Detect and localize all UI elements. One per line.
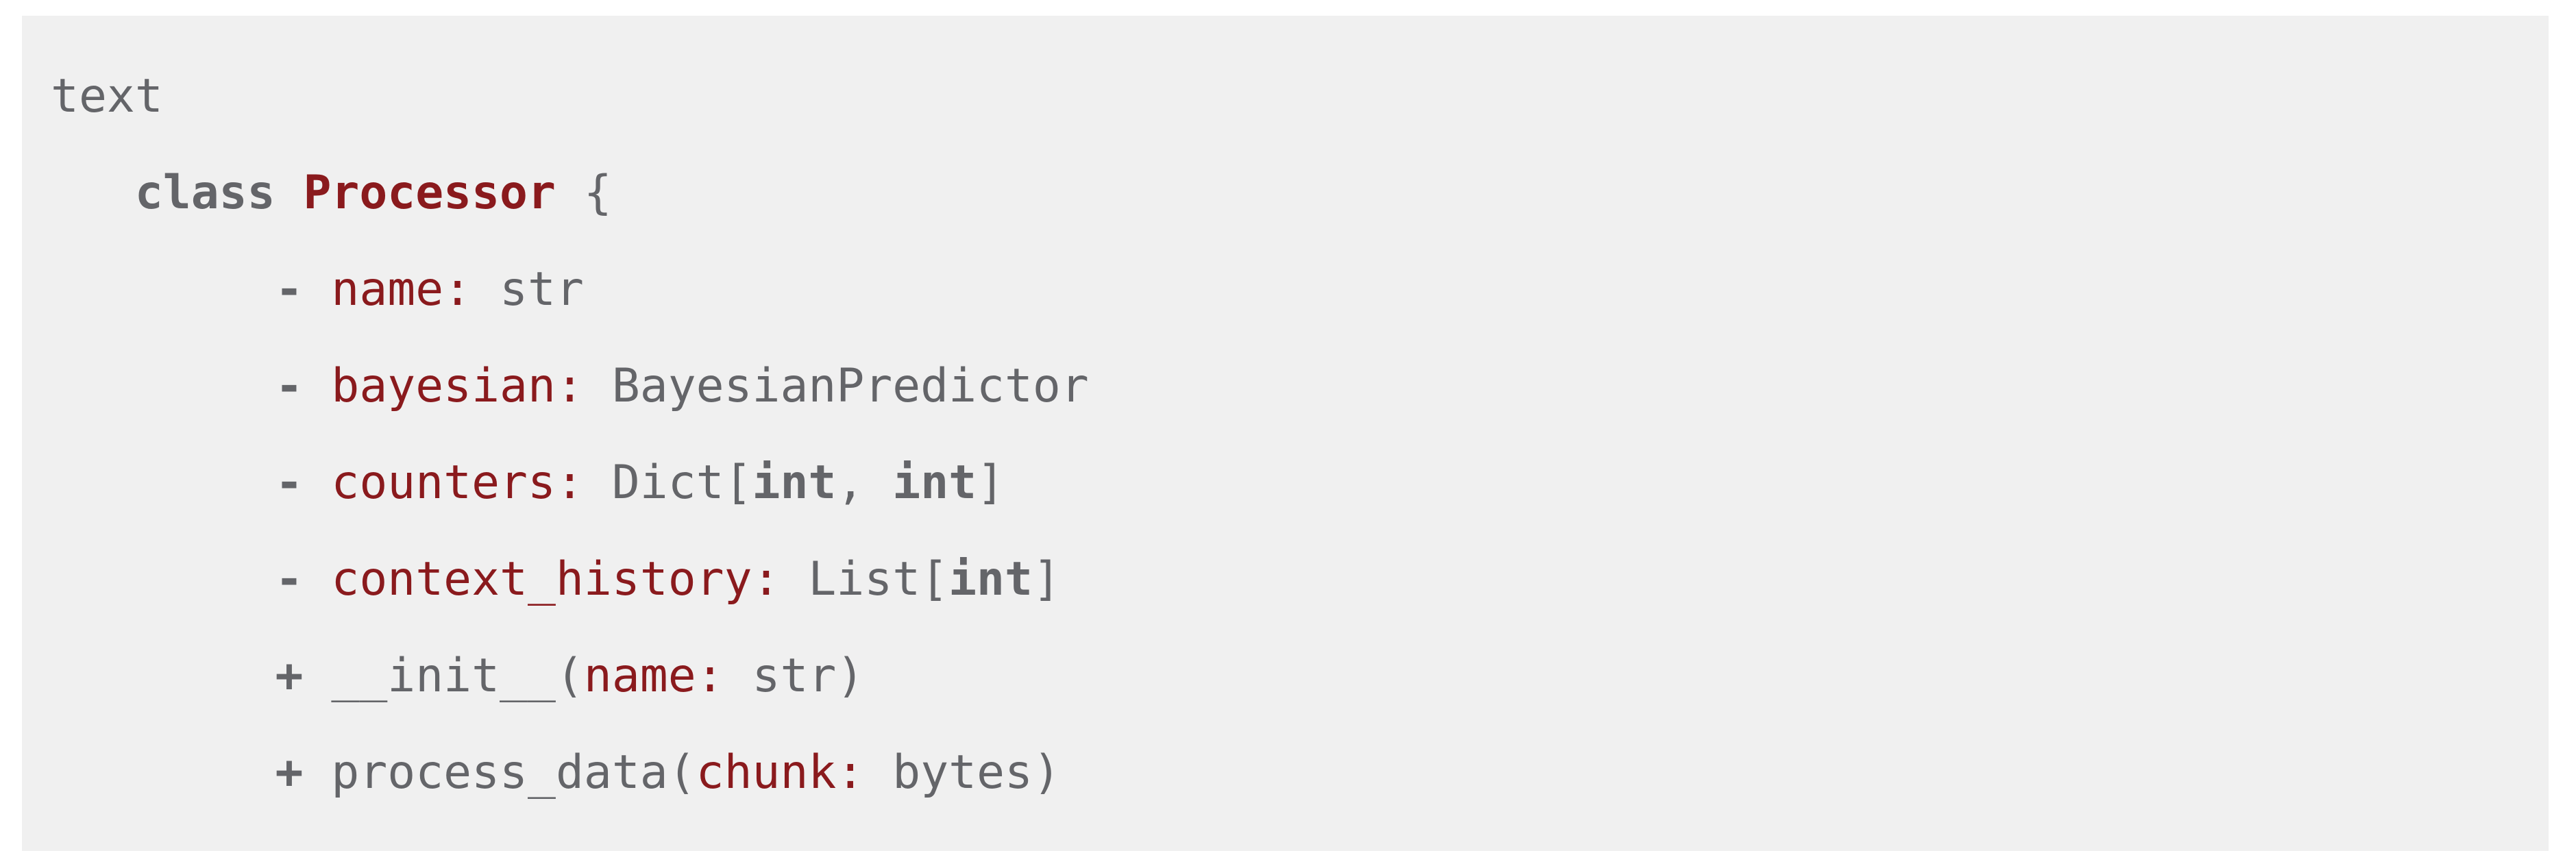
public-visibility-marker: +	[275, 745, 304, 800]
member-line: - context_history: List[int]	[51, 531, 2549, 628]
param-type: bytes	[892, 745, 1033, 800]
member-line: - counters: Dict[int, int]	[51, 434, 2549, 531]
member-name: name:	[331, 262, 472, 317]
param-name: chunk:	[696, 745, 865, 800]
open-brace: {	[583, 166, 612, 220]
member-type-arg: int	[752, 456, 837, 510]
code-block: text class Processor { - name: str - bay…	[22, 16, 2549, 851]
member-name: bayesian:	[331, 359, 584, 413]
open-paren: (	[667, 745, 696, 800]
param-name: name:	[583, 649, 724, 703]
class-name: Processor	[303, 166, 556, 220]
class-declaration-line: class Processor {	[51, 145, 2549, 241]
language-label: text	[51, 69, 163, 123]
method-name: process_data	[331, 745, 668, 800]
member-name: context_history:	[331, 552, 781, 606]
public-visibility-marker: +	[275, 649, 304, 703]
param-type: str	[752, 649, 837, 703]
member-type-prefix: List[	[808, 552, 949, 606]
member-line: - name: str	[51, 241, 2549, 338]
open-paren: (	[555, 649, 584, 703]
member-type-arg: int	[892, 456, 977, 510]
language-label-line: text	[51, 48, 2549, 145]
member-line: - bayesian: BayesianPredictor	[51, 338, 2549, 434]
close-paren: )	[836, 649, 865, 703]
private-visibility-marker: -	[275, 262, 304, 317]
member-type-suffix: ]	[977, 456, 1005, 510]
member-type: str	[500, 262, 584, 317]
member-type-suffix: ]	[1032, 552, 1061, 606]
private-visibility-marker: -	[275, 359, 304, 413]
close-paren: )	[1032, 745, 1061, 800]
member-name: counters:	[331, 456, 584, 510]
private-visibility-marker: -	[275, 552, 304, 606]
code-content: text class Processor { - name: str - bay…	[51, 48, 2549, 821]
member-type-prefix: Dict[	[611, 456, 752, 510]
method-line: + process_data(chunk: bytes)	[51, 724, 2549, 821]
class-keyword: class	[134, 166, 275, 220]
method-name: __init__	[331, 649, 556, 703]
private-visibility-marker: -	[275, 456, 304, 510]
member-type-separator: ,	[836, 456, 893, 510]
method-line: + __init__(name: str)	[51, 628, 2549, 724]
member-type: BayesianPredictor	[611, 359, 1089, 413]
member-type-arg: int	[948, 552, 1033, 606]
